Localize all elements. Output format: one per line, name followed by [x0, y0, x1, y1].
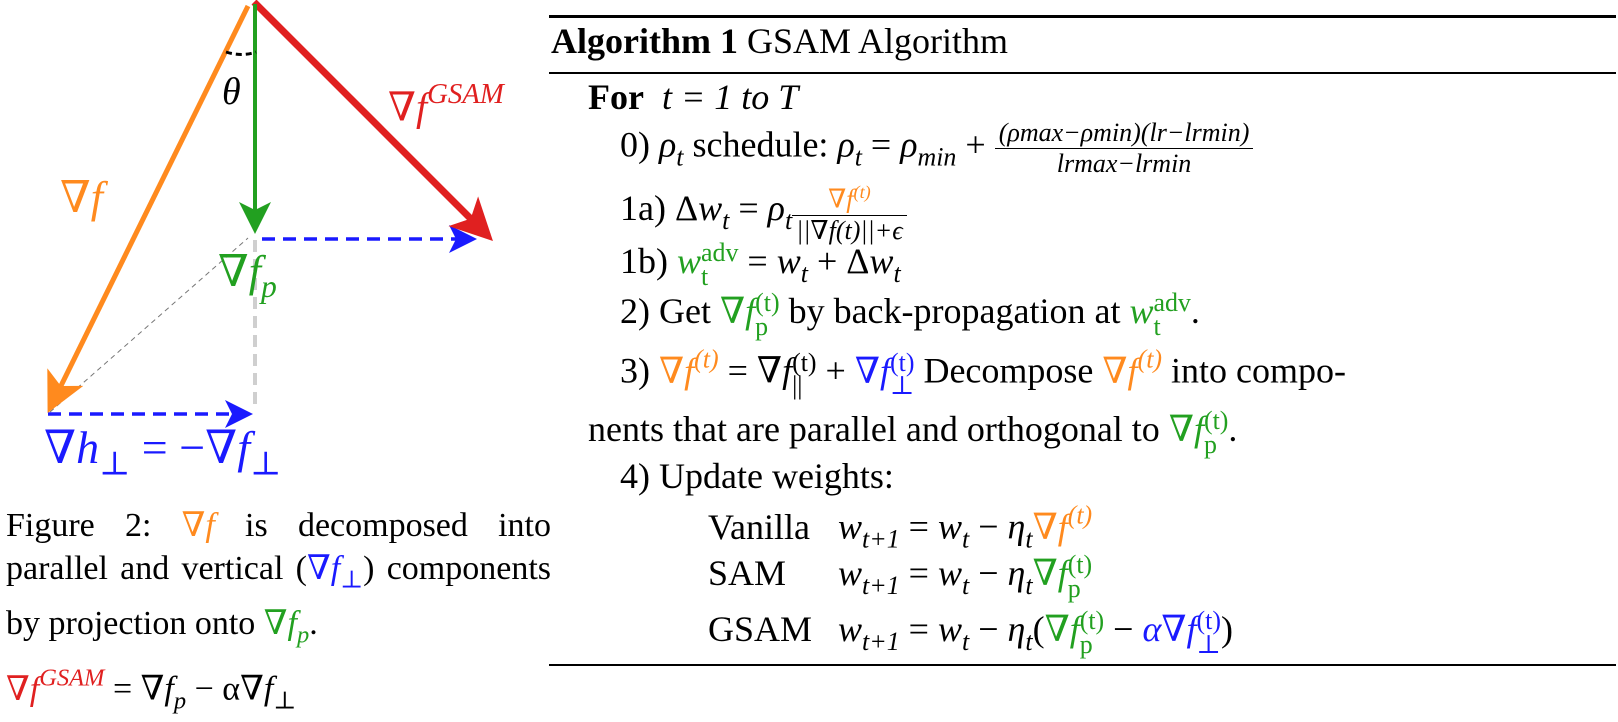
diagonal-dashed-line [49, 237, 249, 413]
step-0-schedule: 0) ρt schedule: ρt = ρmin + (ρmax−ρmin)(… [620, 118, 1254, 179]
grad-f-arrow [47, 4, 251, 413]
grad-fp-label: ∇fp [218, 247, 277, 305]
grad-h-perp-equation: ∇h⊥ = −∇f⊥ [44, 422, 282, 483]
grad-f-gsam-arrow [251, 0, 493, 241]
step-3-decompose: 3) ∇f(t) = ∇f(t)|| + ∇f(t)⊥ Decompose ∇f… [620, 344, 1346, 401]
for-loop-line: For t = 1 to T [588, 77, 799, 117]
algorithm-title: Algorithm 1 GSAM Algorithm [551, 21, 1009, 61]
algorithm-top-rule [549, 15, 1616, 18]
theta-label: θ [222, 71, 241, 113]
algorithm-mid-rule [549, 72, 1616, 74]
step-4-label: 4) Update weights: [620, 456, 894, 496]
gradient-decomposition-figure [47, 0, 493, 428]
grad-f-gsam-label: ∇fGSAM [388, 78, 504, 130]
grad-f-label: ∇f [60, 173, 103, 222]
step-1a-delta: 1a) Δwt = ρt∇f(t)||∇f(t)||+ϵ [620, 178, 907, 245]
figure-caption: Figure 2: ∇f is decomposed into parallel… [6, 507, 551, 715]
algorithm-bottom-rule [549, 664, 1616, 666]
step-3-continuation: nents that are parallel and orthogonal t… [588, 406, 1238, 459]
theta-arc [225, 50, 257, 56]
